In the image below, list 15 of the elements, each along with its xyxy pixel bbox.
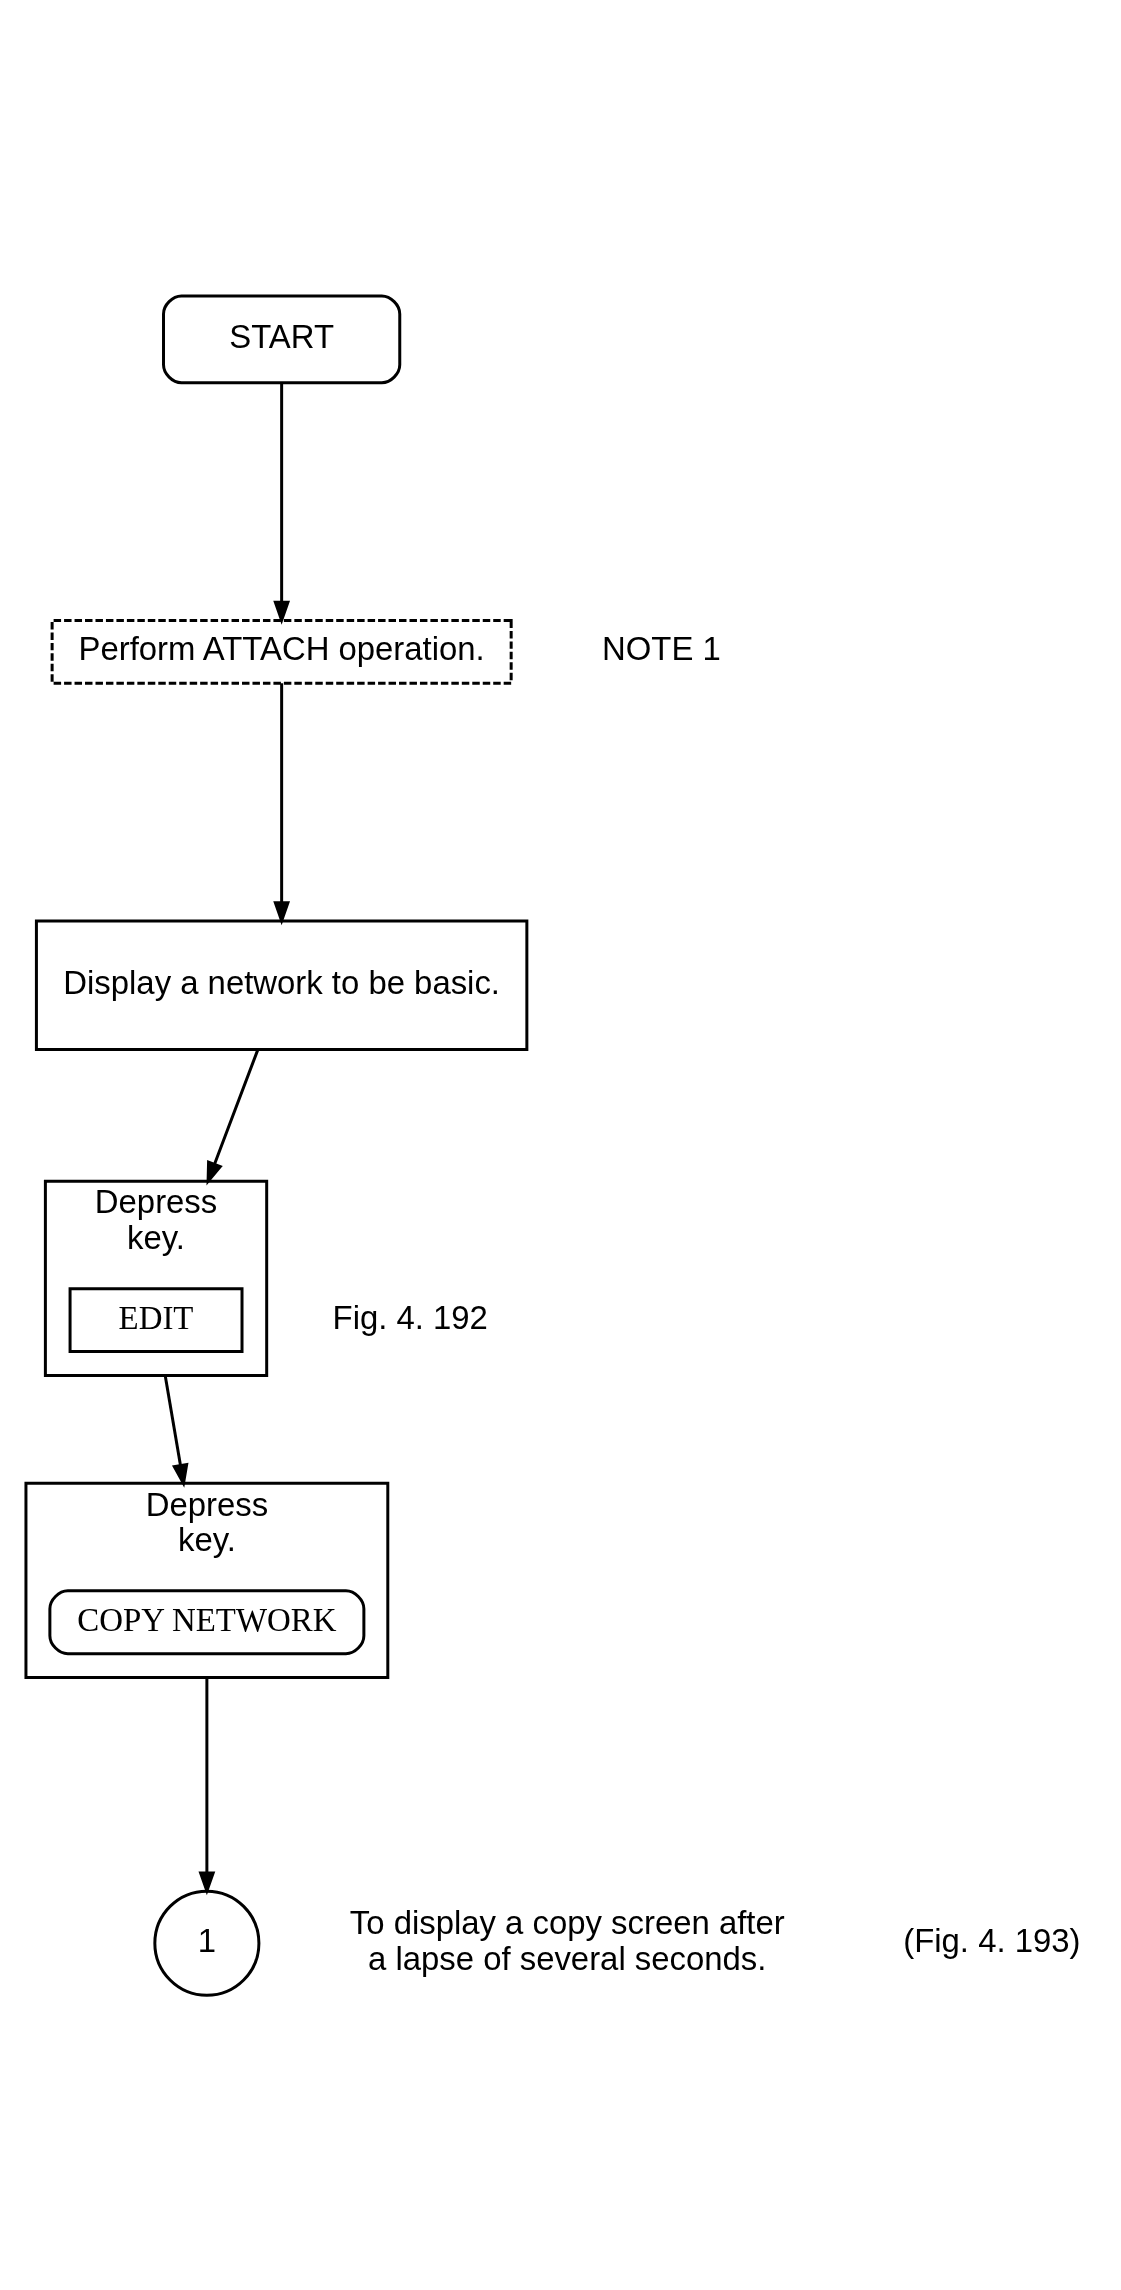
node-box: START [162,294,402,384]
arrow [273,382,291,625]
arrow [206,1048,260,1185]
node-box: Perform ATTACH operation. [50,618,513,685]
node-box: COPY NETWORK [48,1588,366,1655]
node-box: Display a network to be basic. [34,919,529,1051]
node-label: Fig. 4. 192 [332,1298,488,1336]
arrow [198,1677,216,1895]
arrow [273,682,291,925]
arrow [163,1374,189,1488]
label: (Fig. 4. 193) [903,1921,1081,1959]
node-label: NOTE 1 [602,629,721,667]
node-circle: 1 [153,1889,261,1997]
label: To display a copy screen after a lapse of several seconds. [349,1903,785,1977]
node-box: EDIT [68,1286,244,1353]
